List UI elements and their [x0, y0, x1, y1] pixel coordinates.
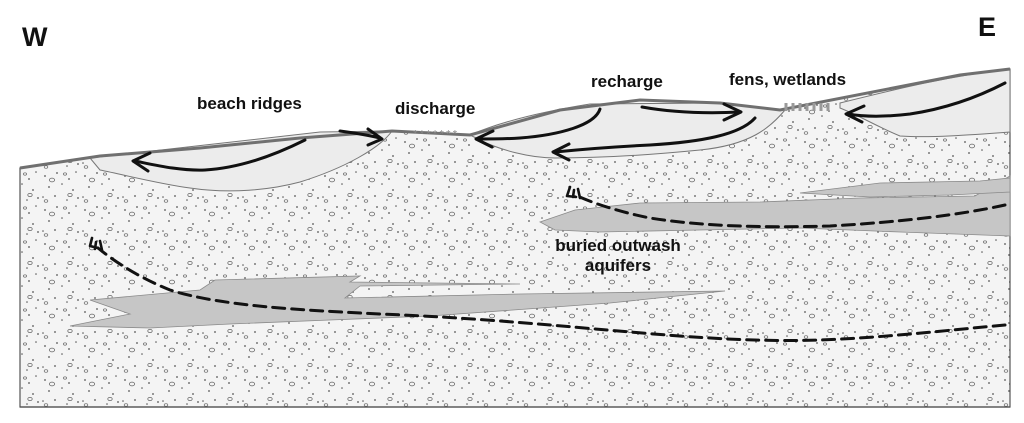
beach-ridges-label: beach ridges [197, 94, 302, 113]
fens-wetlands-label: fens, wetlands [729, 70, 847, 89]
flow-arrow-head-beach-east [366, 127, 384, 147]
flow-arrow-head-recharge-lower [551, 142, 571, 162]
aquifers-label-line1: buried outwash [555, 236, 681, 255]
flow-arrow-recharge-left [476, 107, 602, 141]
flow-arrow-head-beach-west [131, 151, 152, 173]
flow-arrow-beach-west [133, 138, 307, 172]
wetland-marks [784, 103, 830, 111]
east-direction-label: E [978, 12, 997, 42]
flow-arrow-recharge-right [640, 105, 742, 115]
flow-arrow-head-fens [844, 104, 866, 124]
discharge-zone-marks: ******* [412, 130, 458, 142]
svg-text:*******: ******* [412, 130, 458, 142]
aquifer-lower [69, 275, 726, 329]
flow-arrow-fens [846, 81, 1007, 118]
flow-arrow-head-recharge-right [722, 102, 743, 122]
flow-arrow-head-recharge-left [474, 129, 495, 149]
aquifers-label-line2: aquifers [584, 256, 652, 276]
flow-arrow-recharge-lower [553, 116, 757, 154]
flow-arrow-head-regional-discharge [88, 236, 104, 252]
aquifer-thin-east [799, 177, 1011, 198]
buried-outwash-aquifers-label: buried outwash aquifers [538, 236, 698, 277]
beach-ridge-sand-central [468, 102, 786, 159]
west-direction-label: W [22, 22, 48, 52]
beach-ridge-sand-west [89, 130, 393, 192]
land-surface-line [19, 67, 1011, 170]
recharge-label: recharge [591, 72, 663, 91]
discharge-label: discharge [395, 99, 476, 118]
deep-flow-path-intermediate [573, 193, 1007, 229]
deep-flow-path-regional [96, 246, 1007, 343]
flow-arrow-head-intermediate-discharge [565, 185, 582, 200]
flow-arrow-beach-east [338, 129, 382, 140]
